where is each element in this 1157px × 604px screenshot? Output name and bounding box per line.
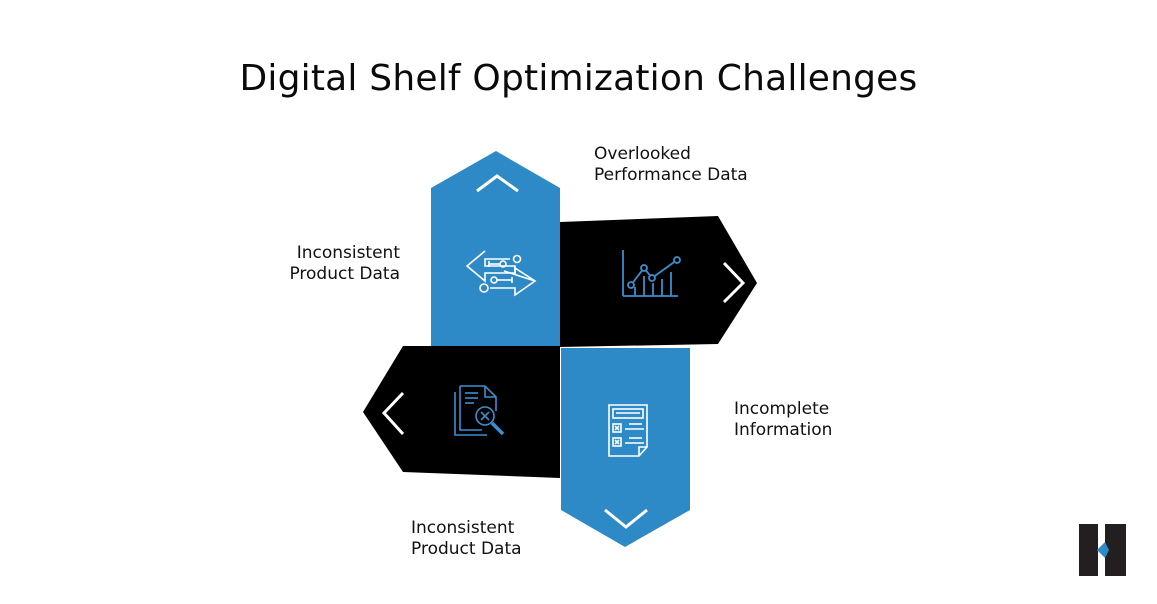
segment-right: [560, 216, 757, 347]
label-line: Product Data: [411, 539, 522, 559]
top-blue-shape: [431, 151, 560, 347]
checklist-document-icon: [608, 404, 648, 457]
page-title: Digital Shelf Optimization Challenges: [239, 58, 918, 99]
label-incomplete-information: Incomplete Information: [734, 399, 832, 441]
label-line: Overlooked: [594, 144, 691, 164]
label-overlooked-performance-data: Overlooked Performance Data: [594, 144, 748, 186]
label-line: Incomplete: [734, 399, 830, 419]
label-line: Information: [734, 420, 833, 440]
left-black-shape: [363, 346, 560, 478]
label-line: Inconsistent: [411, 518, 515, 538]
data-sync-arrows-icon: [465, 250, 537, 297]
chevron-left-icon: [381, 391, 405, 436]
chevron-right-icon: [722, 261, 746, 304]
label-line: Product Data: [289, 264, 400, 284]
label-inconsistent-product-data-bottom: Inconsistent Product Data: [411, 518, 522, 560]
segment-left: [363, 346, 560, 478]
label-line: Performance Data: [594, 165, 748, 185]
chevron-down-icon: [604, 508, 648, 529]
chevron-up-icon: [476, 174, 519, 193]
document-search-error-icon: [454, 385, 505, 436]
segment-top: [431, 151, 560, 347]
segment-bottom: [561, 348, 690, 547]
brand-logo-icon: [1079, 524, 1126, 576]
label-line: Inconsistent: [296, 243, 400, 263]
bottom-blue-shape: [561, 348, 690, 547]
label-inconsistent-product-data-top: Inconsistent Product Data: [270, 243, 400, 285]
right-black-shape: [560, 216, 757, 347]
line-bar-chart-icon: [622, 250, 681, 297]
